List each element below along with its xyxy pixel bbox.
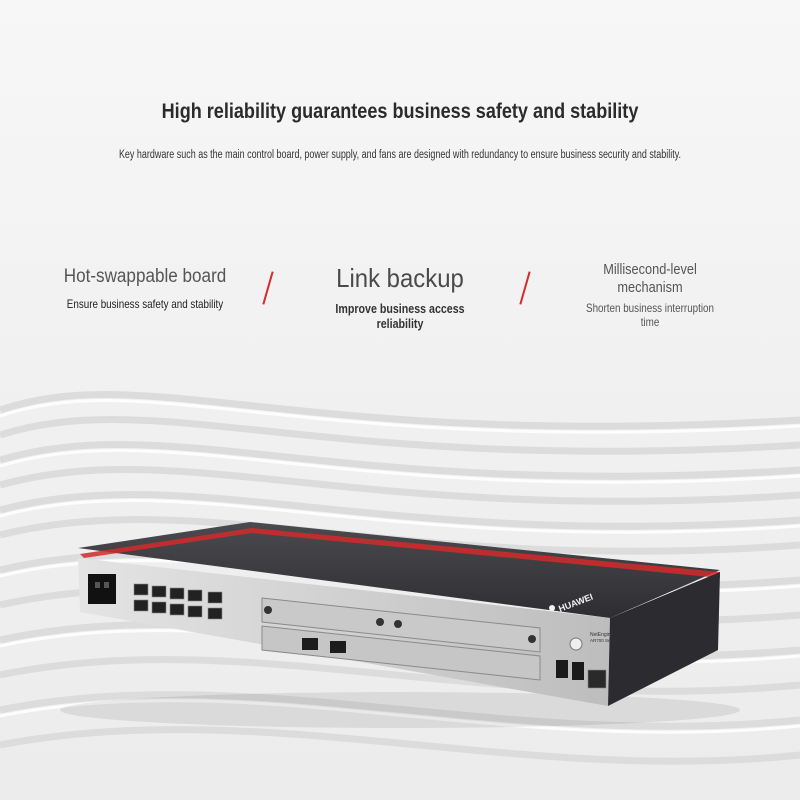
feature-link-backup: Link backup Improve business access reli… xyxy=(300,262,500,331)
model-text: NetEngine xyxy=(590,632,614,638)
board-slot-lower xyxy=(261,625,541,681)
chassis-top xyxy=(78,522,720,618)
feature-title: Link backup xyxy=(336,263,464,293)
feature-divider xyxy=(262,271,274,305)
model-series-text: AR700 Series xyxy=(590,638,619,643)
feature-hot-swappable: Hot-swappable board Ensure business safe… xyxy=(35,265,255,311)
ethernet-port-icon xyxy=(133,583,223,620)
feature-description: Ensure business safety and stability xyxy=(66,296,224,311)
page-subtitle: Key hardware such as the main control bo… xyxy=(118,149,682,161)
feature-title: Hot-swappable board xyxy=(63,266,227,287)
feature-description: Improve business access reliability xyxy=(335,300,465,331)
feature-title: Millisecond-level mechanism xyxy=(603,262,697,297)
feature-description: Shorten business interruption time xyxy=(586,301,714,330)
page-title: High reliability guarantees business saf… xyxy=(161,100,639,123)
reset-button-icon xyxy=(569,637,583,651)
chassis-side xyxy=(608,572,720,706)
sfp-port-icon xyxy=(302,638,346,653)
router-device-image: HUAWEI NetEngine AR700 Series xyxy=(60,522,740,728)
feature-divider xyxy=(519,271,531,305)
feature-millisecond: Millisecond-level mechanism Shorten busi… xyxy=(560,261,740,329)
power-inlet-icon xyxy=(88,574,116,604)
huawei-logo-icon xyxy=(549,605,555,611)
usb-port-icon xyxy=(556,660,584,680)
